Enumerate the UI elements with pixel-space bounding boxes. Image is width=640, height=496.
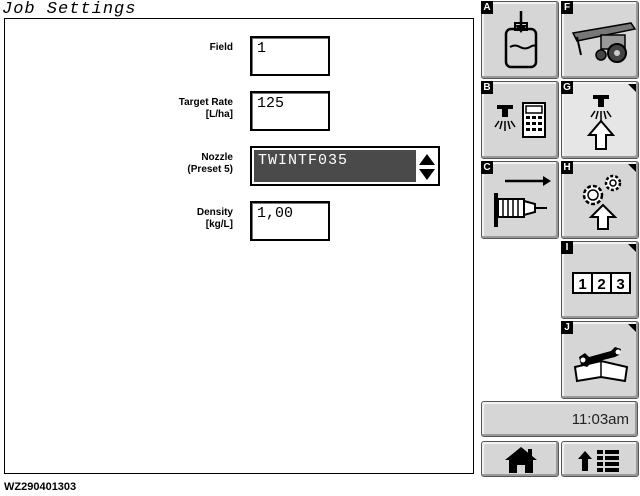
figure-id: WZ290401303 <box>4 481 77 493</box>
target-rate-label: Target Rate [L/ha] <box>178 97 233 120</box>
page-title: Job Settings <box>2 0 137 19</box>
softkey-j[interactable]: J <box>561 321 639 399</box>
density-input[interactable]: 1,00 <box>250 201 330 241</box>
corner-indicator-icon <box>628 244 636 252</box>
softkey-g[interactable]: G <box>561 81 639 159</box>
softkey-a[interactable]: A <box>481 1 559 79</box>
nozzle-select-value: TWINTF035 <box>254 150 416 182</box>
field-label: Field <box>209 42 233 53</box>
corner-indicator-icon <box>628 84 636 92</box>
nozzle-label: Nozzle (Preset 5) <box>187 152 233 175</box>
clock-time: 11:03am <box>571 411 629 428</box>
corner-indicator-icon <box>628 164 636 172</box>
counter-digit: 1 <box>578 276 586 293</box>
field-input[interactable]: 1 <box>250 36 330 76</box>
counter-123-icon: 1 2 3 <box>572 272 631 294</box>
softkey-c[interactable]: C <box>481 161 559 239</box>
counter-digit: 3 <box>616 276 624 293</box>
menu-up-icon <box>578 450 619 472</box>
settings-panel: Field 1 Target Rate [L/ha] 125 Nozzle (P… <box>4 18 474 474</box>
tank-fill-icon <box>504 11 538 69</box>
menu-button[interactable] <box>561 441 639 477</box>
wrench-manual-icon <box>573 347 629 383</box>
counter-digit: 2 <box>597 276 605 293</box>
flow-meter-icon <box>494 176 551 227</box>
density-label: Density [kg/L] <box>196 207 233 230</box>
softkey-h[interactable]: H <box>561 161 639 239</box>
home-button[interactable] <box>481 441 559 477</box>
clock-display: 11:03am <box>481 401 638 437</box>
softkey-b[interactable]: B <box>481 81 559 159</box>
nozzle-select[interactable]: TWINTF035 <box>250 146 440 186</box>
home-icon <box>505 447 537 473</box>
nozzle-up-arrow-icon <box>586 95 616 150</box>
target-rate-input[interactable]: 125 <box>250 91 330 131</box>
nozzle-calculator-icon <box>494 102 546 138</box>
up-down-arrows-icon[interactable] <box>418 152 436 182</box>
softkey-f[interactable]: F <box>561 1 639 79</box>
corner-indicator-icon <box>628 324 636 332</box>
sprayer-machine-icon <box>571 22 637 63</box>
softkey-i[interactable]: I 1 2 3 <box>561 241 639 319</box>
gears-up-arrow-icon <box>582 174 622 230</box>
